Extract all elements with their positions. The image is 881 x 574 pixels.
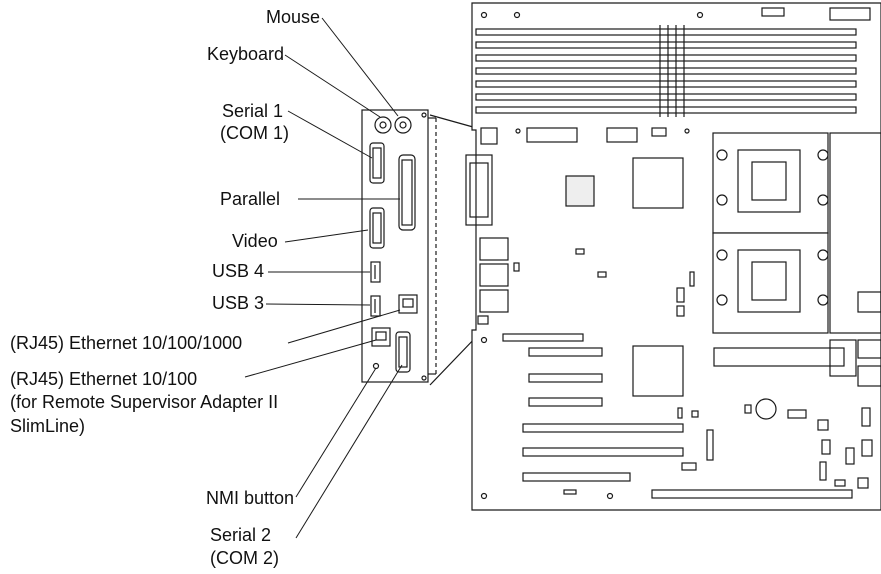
chipset xyxy=(632,157,684,209)
label-parallel: Parallel xyxy=(220,189,281,209)
label-usb4: USB 4 xyxy=(212,261,265,281)
label-ethernet-100: (RJ45) Ethernet 10/100 xyxy=(10,369,198,389)
serial1-port xyxy=(369,142,385,184)
parallel-port xyxy=(398,154,416,231)
battery xyxy=(755,398,777,420)
label-ethernet-100-sub1: (for Remote Supervisor Adapter II xyxy=(10,392,279,412)
rj45-1000-port xyxy=(398,294,418,314)
usb4-port xyxy=(370,261,381,283)
label-serial1-sub: (COM 1) xyxy=(220,123,289,143)
system-board xyxy=(465,2,881,511)
rear-io-panel xyxy=(361,109,437,383)
label-nmi-button: NMI button xyxy=(205,488,294,508)
label-mouse: Mouse xyxy=(265,7,320,27)
label-serial2: Serial 2 xyxy=(210,525,272,545)
leader-lines xyxy=(244,17,403,539)
dimm-slots xyxy=(475,25,857,117)
label-usb3: USB 3 xyxy=(212,293,265,313)
rj45-100-port xyxy=(371,327,391,347)
mouse-port xyxy=(394,116,412,134)
video-port xyxy=(369,207,385,249)
label-serial1: Serial 1 xyxy=(222,101,284,121)
serial2-port xyxy=(395,331,411,373)
label-keyboard: Keyboard xyxy=(206,44,284,64)
label-serial2-sub: (COM 2) xyxy=(210,548,279,568)
label-video: Video xyxy=(232,231,278,251)
keyboard-port xyxy=(374,116,392,134)
usb3-port xyxy=(370,295,381,317)
cpu-sockets xyxy=(712,132,881,334)
label-ethernet-100-sub2: SlimLine) xyxy=(10,416,86,436)
label-ethernet-1000: (RJ45) Ethernet 10/100/1000 xyxy=(10,333,243,353)
